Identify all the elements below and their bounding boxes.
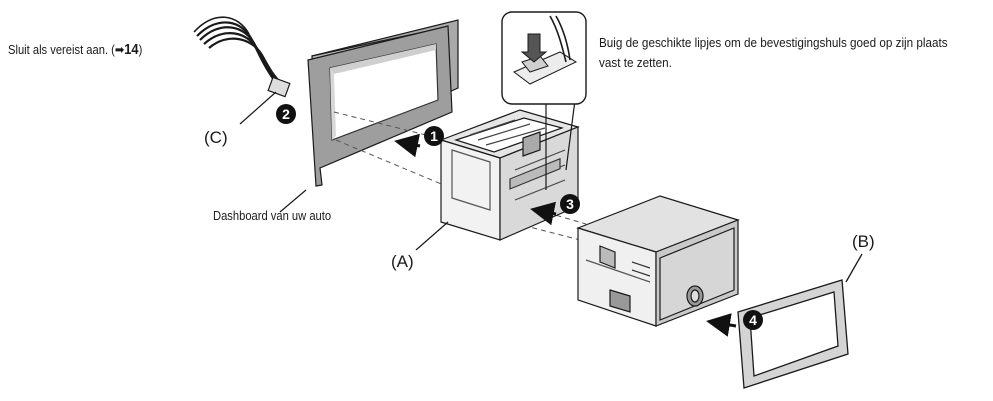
receiver-unit [576,195,740,327]
step-3-badge: 3 [560,194,580,214]
mounting-sleeve [415,109,580,251]
arrow-right-icon: ➡ [114,42,125,57]
step-2-badge: 2 [276,104,296,124]
insertion-arrows [394,133,737,337]
connect-callout: Sluit als vereist aan. (➡14) [8,41,142,58]
part-label-b: (B) [852,232,875,251]
trim-plate [737,253,863,389]
wiring-harness [193,16,291,125]
inset-pointer [545,99,576,190]
dashboard-panel [279,19,459,213]
connect-text: Sluit als vereist aan. ( [8,42,115,57]
part-label-a: (A) [391,252,414,271]
part-label-c: (C) [204,128,228,147]
step-4-badge: 4 [743,310,763,330]
bend-tabs-note: Buig de geschikte lipjes om de bevestigi… [599,35,948,70]
connect-close: ) [138,42,143,57]
step-1-badge: 1 [424,126,444,146]
page-reference: 14 [124,41,139,58]
dashboard-label: Dashboard van uw auto [213,208,332,223]
tab-bending-inset [501,11,587,105]
